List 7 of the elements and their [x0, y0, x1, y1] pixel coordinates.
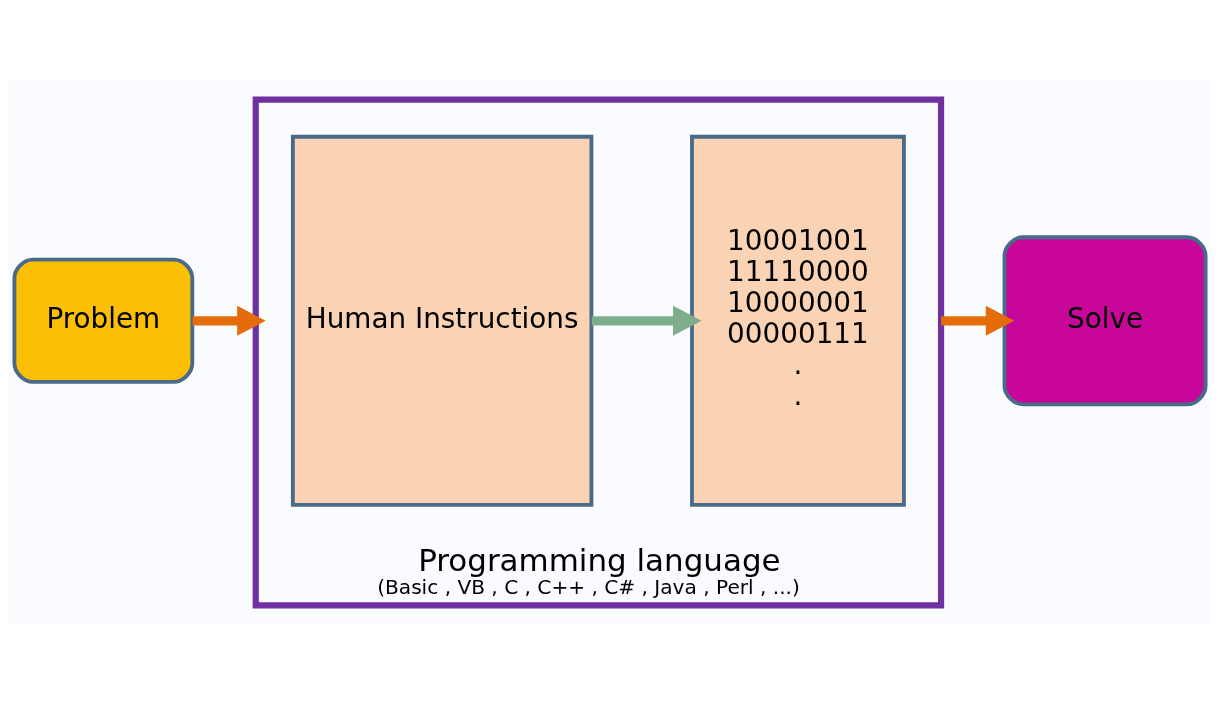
- arrow: [192, 305, 266, 336]
- node-box: Solve: [1002, 234, 1208, 406]
- arrow: [591, 305, 702, 336]
- arrow: [941, 305, 1015, 336]
- node-box: Problem: [12, 257, 195, 384]
- node-box: Human Instructions: [290, 134, 594, 507]
- node-box: 10001001 11110000 10000001 00000111 . .: [690, 134, 906, 507]
